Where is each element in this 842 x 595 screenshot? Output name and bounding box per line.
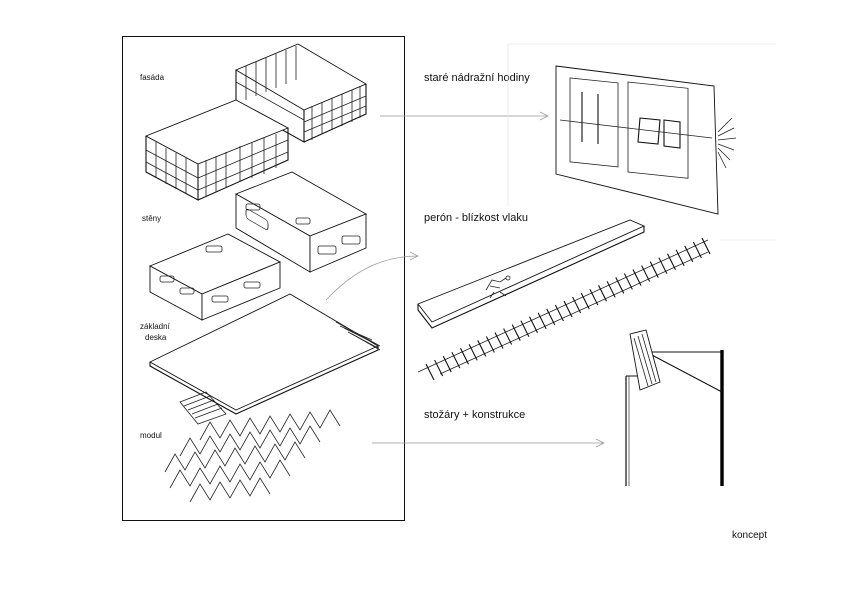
track-sleeper bbox=[692, 241, 702, 259]
track-sleeper bbox=[477, 340, 487, 357]
track-sleeper bbox=[442, 355, 452, 373]
track-sleeper bbox=[598, 285, 607, 302]
track-sleeper bbox=[658, 257, 668, 274]
track-sleeper bbox=[511, 324, 521, 341]
track-sleeper bbox=[701, 237, 711, 255]
label-steny: stěny bbox=[142, 214, 162, 223]
track-sleeper bbox=[425, 363, 435, 381]
track-sleeper bbox=[460, 348, 469, 365]
track-sleeper bbox=[434, 359, 444, 377]
track-sleeper bbox=[546, 308, 556, 326]
connector-arrows bbox=[325, 111, 605, 448]
track-sleeper bbox=[615, 277, 625, 294]
concept-label-masts: stožáry + konstrukce bbox=[424, 409, 526, 421]
track-sleeper bbox=[468, 344, 478, 361]
track-sleeper bbox=[649, 261, 659, 278]
track-sleeper bbox=[563, 300, 573, 318]
label-deska: deska bbox=[145, 333, 167, 342]
track-sleeper bbox=[494, 332, 504, 349]
track-sleeper bbox=[572, 296, 582, 314]
track-sleeper bbox=[632, 269, 642, 286]
track-sleeper bbox=[451, 351, 461, 369]
track-sleeper bbox=[684, 245, 694, 263]
track-sleeper bbox=[641, 265, 651, 282]
label-modul: modul bbox=[140, 431, 162, 440]
label-zakladni: základní bbox=[140, 322, 170, 331]
track-sleeper bbox=[667, 253, 676, 270]
masts-structure-drawing bbox=[625, 329, 724, 486]
base-slab-drawing bbox=[149, 293, 381, 425]
track-sleeper bbox=[589, 288, 599, 306]
exploded-axonometry-frame bbox=[122, 36, 405, 521]
station-clock-drawing bbox=[507, 43, 776, 241]
track-sleeper bbox=[554, 304, 564, 322]
concept-label-platform: perón - blízkost vlaku bbox=[424, 212, 528, 224]
track-sleeper bbox=[520, 320, 530, 337]
track-sleeper bbox=[485, 336, 495, 353]
track-sleeper bbox=[529, 316, 538, 333]
facade-drawing bbox=[144, 43, 368, 201]
module-drawing bbox=[164, 409, 341, 503]
label-fasada: fasáda bbox=[140, 73, 165, 82]
track-sleeper bbox=[623, 273, 633, 290]
concept-label-clock: staré nádražní hodiny bbox=[424, 72, 530, 84]
track-sleeper bbox=[606, 281, 616, 298]
track-sleeper bbox=[580, 292, 590, 310]
sheet-caption: koncept bbox=[732, 530, 768, 541]
platform-track-drawing bbox=[417, 219, 711, 381]
track-sleeper bbox=[503, 328, 513, 345]
track-sleeper bbox=[675, 249, 685, 267]
track-sleeper bbox=[537, 312, 547, 330]
walls-drawing bbox=[148, 171, 368, 321]
